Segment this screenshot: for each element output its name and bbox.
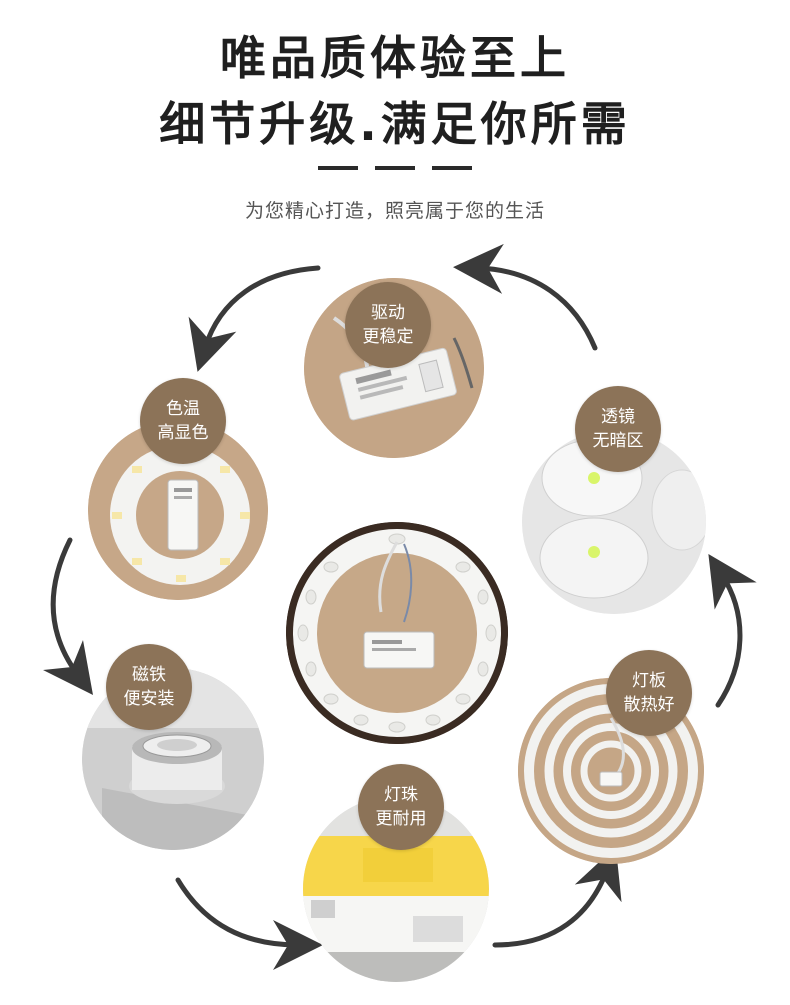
arrow-bottom-right (492, 846, 622, 948)
feature-title: 驱动 (371, 303, 405, 323)
arrow-top-right (453, 243, 598, 351)
feature-subtitle: 无暗区 (592, 431, 644, 451)
feature-subtitle: 高显色 (157, 423, 209, 443)
feature-badge-magnet: 磁铁 便安装 (106, 644, 192, 730)
divider-dash (375, 166, 415, 170)
feature-subtitle: 更耐用 (375, 809, 427, 829)
bead-photo (303, 796, 489, 982)
feature-badge-board: 灯板 散热好 (606, 650, 692, 736)
arrow-left (43, 537, 93, 696)
feature-subtitle: 更稳定 (362, 327, 414, 347)
arrow-right (708, 554, 757, 708)
feature-subtitle: 便安装 (123, 689, 175, 709)
color-ring-photo (88, 420, 268, 600)
arrow-top-left (188, 265, 321, 372)
headline-line-1: 唯品质体验至上 (220, 31, 570, 85)
arrow-bottom-left (175, 877, 323, 970)
feature-badge-bead: 灯珠 更耐用 (358, 764, 444, 850)
divider-dash (318, 166, 358, 170)
feature-badge-color: 色温 高显色 (140, 378, 226, 464)
feature-subtitle: 散热好 (623, 695, 675, 715)
subtitle: 为您精心打造，照亮属于您的生活 (244, 200, 545, 222)
divider-dash (432, 166, 472, 170)
headline-line-2: 细节升级.满足你所需 (159, 97, 631, 151)
center-product-photo (286, 522, 508, 744)
feature-title: 透镜 (601, 407, 635, 427)
feature-title: 磁铁 (132, 665, 166, 685)
feature-title: 灯珠 (384, 785, 418, 805)
feature-title: 灯板 (632, 671, 666, 691)
feature-badge-lens: 透镜 无暗区 (575, 386, 661, 472)
feature-badge-driver: 驱动 更稳定 (345, 282, 431, 368)
feature-title: 色温 (166, 399, 200, 419)
